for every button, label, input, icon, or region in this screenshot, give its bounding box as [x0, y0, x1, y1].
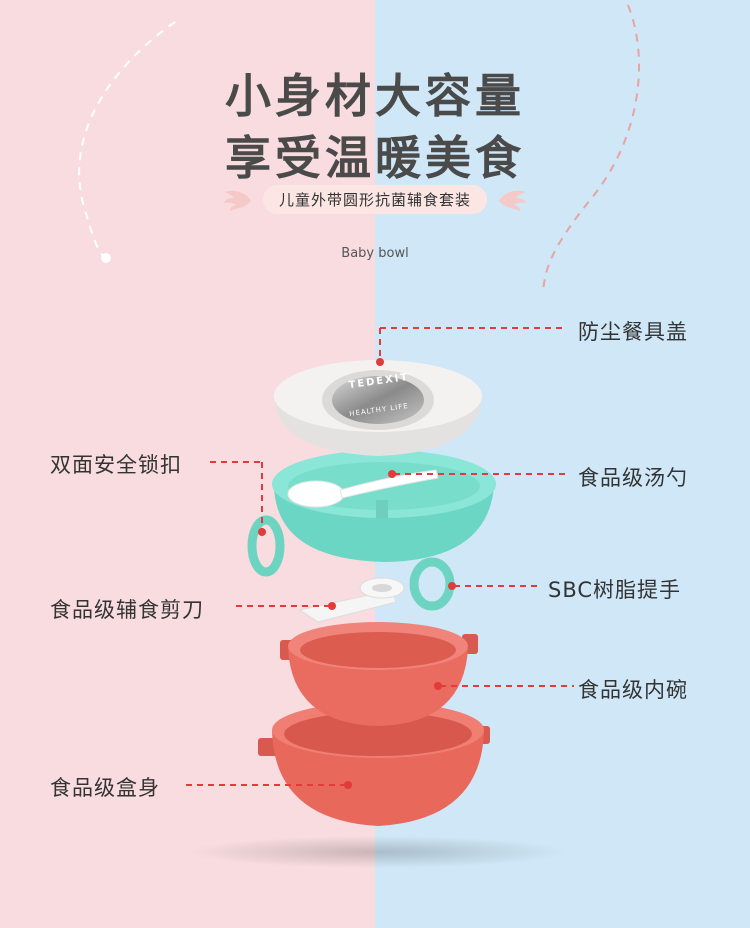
lid — [274, 360, 482, 456]
subtitle-pill: 儿童外带圆形抗菌辅食套装 — [262, 185, 487, 214]
headline-line-2: 享受温暖美食 — [225, 131, 525, 185]
left-wing-icon — [223, 190, 251, 211]
callout-handle: SBC树脂提手 — [548, 578, 682, 602]
english-caption: Baby bowl — [341, 246, 409, 261]
callout-lid: 防尘餐具盖 — [578, 320, 688, 344]
scissors — [298, 577, 405, 623]
callout-box-body: 食品级盒身 — [50, 776, 160, 800]
callout-lock: 双面安全锁扣 — [50, 453, 182, 477]
callout-spoon: 食品级汤勺 — [578, 466, 688, 490]
left-handle — [247, 515, 285, 577]
right-wing-icon — [499, 190, 526, 211]
inner-bowl — [280, 622, 478, 726]
box-body — [258, 702, 490, 826]
subtitle-banner: 儿童外带圆形抗菌辅食套装 — [0, 185, 750, 214]
callout-inner-bowl: 食品级内碗 — [578, 678, 688, 702]
callout-lines — [186, 327, 574, 789]
spoon — [287, 469, 439, 508]
right-handle — [409, 557, 455, 611]
headline-line-1: 小身材大容量 — [225, 69, 525, 123]
floor-shadow — [188, 836, 568, 868]
callout-scissors: 食品级辅食剪刀 — [50, 598, 204, 622]
